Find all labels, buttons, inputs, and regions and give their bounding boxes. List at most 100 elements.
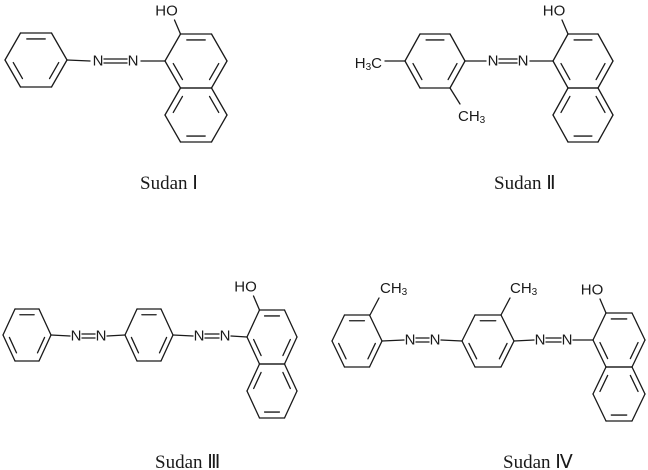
sudan2-methyl-bond	[449, 87, 461, 105]
sudan4-phenylene-ring-bond	[500, 314, 515, 342]
sudan3-phenylene-ring-double-bond	[130, 336, 140, 354]
sudan4-tolyl-ring-bond	[331, 314, 346, 342]
sudan3-phenyl-ring-bond	[38, 334, 52, 362]
sudan4-tolyl-ring-bond	[368, 340, 383, 368]
sudan4-phenylene-ring-double-bond	[498, 342, 508, 360]
sudan3-phenylene-ring-bond	[124, 334, 138, 362]
sudan4-methyl-bond	[500, 297, 511, 316]
sudan3-naphthol-upper-ring-double-bond	[253, 338, 262, 357]
sudan4-tolyl-ring-bond	[331, 340, 346, 368]
sudan1-naphthol-upper-ring-double-bond	[172, 62, 184, 81]
sudan2-xylyl-ring-double-bond	[412, 62, 423, 81]
sudan3-azo-nitrogen: N	[220, 328, 231, 345]
sudan4-naphthol-lower-ring-double-bond	[599, 374, 609, 393]
sudan3-naphthol-upper-ring-bond	[283, 309, 298, 338]
sudan4-tolyl-ring-double-bond	[367, 342, 376, 360]
sudan2-naphthol-upper-ring-bond	[597, 60, 614, 89]
sudan4-naphthol-upper-ring-bond	[592, 339, 607, 368]
sudan2-xylyl-ring-bond	[404, 60, 421, 89]
sudan2-methyl-label: CH3	[458, 108, 486, 126]
sudan4-naphthol-upper-ring-double-bond	[629, 341, 639, 360]
sudan4-naphthol-upper-ring-bond	[631, 339, 646, 368]
sudan1-phenyl-ring-bond	[50, 59, 68, 88]
sudan2-naphthol-upper-ring-double-bond	[595, 62, 606, 81]
sudan1-naphthol-upper-ring-bond	[164, 60, 182, 89]
sudan2-azo-nitrogen: N	[518, 53, 529, 70]
sudan2-methyl-label: H3C	[355, 55, 382, 73]
sudan2-naphthol-lower-ring-bond	[597, 114, 614, 143]
sudan1-naphthol-lower-ring-bond	[164, 114, 182, 143]
sudan2-naphthol-hydroxyl-label: HO	[543, 3, 566, 20]
sudan2-xylyl-ring-double-bond	[447, 62, 458, 81]
sudan3-phenylene-ring-double-bond	[158, 336, 168, 354]
sudan4-azo-nitrogen: N	[535, 332, 546, 349]
sudan3-phenyl-ring-bond	[2, 308, 16, 336]
sudan1-naphthol-lower-ring-bond	[210, 114, 228, 143]
sudan2-azo-nitrogen: N	[488, 53, 499, 70]
sudan4-naphthol-lower-ring-bond	[631, 393, 646, 422]
sudan4-tolyl-ring-bond	[368, 314, 383, 342]
caption-sudan-2: Sudan Ⅱ	[494, 173, 556, 194]
sudan1-naphthol-upper-ring-double-bond	[208, 62, 220, 81]
sudan2-naphthol-upper-ring-bond	[597, 33, 614, 62]
sudan1-phenyl-ring-double-bond	[48, 61, 60, 80]
sudan3-azo-nitrogen: N	[71, 328, 82, 345]
sudan4-naphthol-upper-ring-double-bond	[599, 341, 609, 360]
sudan4-tolyl-ring-double-bond	[338, 342, 347, 360]
sudan4-naphthol-hydroxyl-label: HO	[581, 282, 604, 299]
caption-sudan-4: Sudan Ⅳ	[503, 452, 573, 470]
sudan3-phenylene-ring-bond	[160, 308, 174, 336]
sudan4-methyl-label: CH3	[510, 280, 538, 298]
sudan2-xylyl-ring-bond	[449, 60, 466, 89]
caption-sudan-1: Sudan Ⅰ	[140, 173, 198, 194]
sudan2-naphthol-upper-ring-double-bond	[560, 62, 571, 81]
sudan1-naphthol-upper-ring-bond	[210, 60, 228, 89]
sudan4-azo-nitrogen: N	[430, 332, 441, 349]
sudan4-methyl-bond	[369, 297, 380, 316]
sudan3-naphthol-upper-ring-bond	[246, 309, 261, 338]
sudan3-naphthol-lower-ring-bond	[246, 363, 261, 392]
sudan1-phenyl-ring-bond	[50, 32, 68, 61]
sudan1-phenyl-ring-bond	[4, 32, 22, 61]
sudan4-phenylene-ring-bond	[461, 340, 476, 368]
sudan4-azo-nitrogen: N	[562, 332, 573, 349]
sudan3-naphthol-lower-ring-double-bond	[253, 371, 262, 390]
sudan2-naphthol-lower-ring-double-bond	[560, 95, 571, 114]
sudan1-phenyl-ring-double-bond	[12, 61, 24, 80]
sudan2-naphthol-hydroxyl-bond	[561, 19, 569, 35]
sudan1-azo-nitrogen: N	[93, 53, 104, 70]
sudan3-naphthol-lower-ring-bond	[283, 390, 298, 419]
sudan1-naphthol-lower-ring-double-bond	[172, 95, 184, 114]
sudan4-bond	[513, 339, 535, 342]
sudan3-naphthol-lower-ring-bond	[283, 363, 298, 392]
sudan3-naphthol-upper-ring-bond	[283, 336, 298, 365]
sudan1-phenyl-ring-bond	[4, 59, 22, 88]
sudan3-phenyl-ring-bond	[38, 308, 52, 336]
sudan3-bond	[172, 334, 194, 337]
sudan2-naphthol-lower-ring-bond	[597, 87, 614, 116]
sudan2-xylyl-ring-bond	[404, 33, 421, 62]
sudan3-phenyl-ring-bond	[2, 334, 16, 362]
sudan4-phenylene-ring-double-bond	[468, 342, 478, 360]
sudan1-naphthol-hydroxyl-bond	[173, 19, 182, 35]
sudan1-naphthol-lower-ring-bond	[164, 87, 182, 116]
sudan1-bond	[66, 59, 91, 62]
sudan4-phenylene-ring-bond	[500, 340, 515, 368]
sudan3-bond	[106, 334, 126, 337]
sudan1-naphthol-upper-ring-bond	[164, 33, 182, 62]
sudan3-bond	[230, 335, 248, 338]
sudan3-naphthol-hydroxyl-bond	[252, 295, 261, 311]
sudan1-naphthol-upper-ring-bond	[210, 33, 228, 62]
sudan4-naphthol-hydroxyl-bond	[599, 298, 607, 314]
sudan2-naphthol-lower-ring-double-bond	[595, 95, 606, 114]
sudan2-naphthol-lower-ring-bond	[552, 87, 569, 116]
sudan3-bond	[50, 334, 71, 337]
sudan4-phenylene-ring-bond	[461, 314, 476, 342]
sudan4-azo-nitrogen: N	[405, 332, 416, 349]
sudan1-naphthol-lower-ring-double-bond	[208, 95, 220, 114]
sudan4-methyl-label: CH3	[380, 280, 408, 298]
sudan4-naphthol-lower-ring-bond	[592, 393, 607, 422]
sudan3-naphthol-lower-ring-bond	[246, 390, 261, 419]
